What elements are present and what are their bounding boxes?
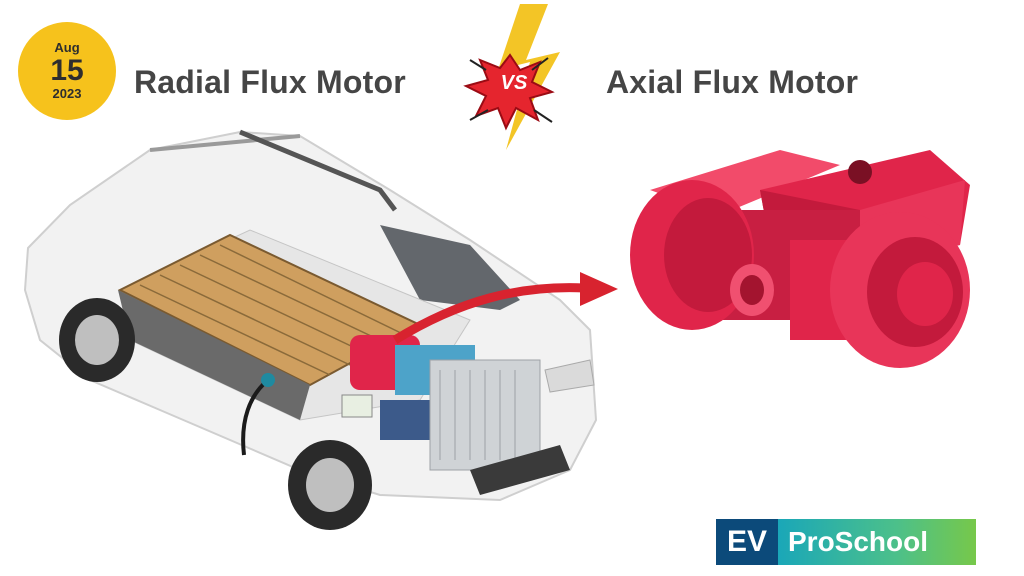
date-day: 15	[50, 54, 84, 87]
rear-wheel	[59, 298, 135, 382]
versus-label-wrap: VS	[458, 0, 568, 170]
ev-proschool-logo: EV ProSchool	[716, 519, 976, 565]
versus-label: VS	[500, 72, 528, 94]
axial-flux-title: Axial Flux Motor	[606, 64, 859, 100]
date-year: 2023	[52, 86, 82, 101]
axial-flux-motor-image	[630, 150, 970, 368]
arrow-icon	[392, 283, 586, 344]
date-badge: Aug 15 2023	[18, 22, 116, 120]
radial-flux-title: Radial Flux Motor	[134, 64, 406, 100]
logo-prefix: EV	[716, 519, 778, 565]
front-wheel	[288, 440, 372, 530]
logo-name: ProSchool	[778, 519, 976, 565]
date-month: Aug	[54, 40, 80, 55]
versus-burst-icon	[463, 4, 560, 150]
